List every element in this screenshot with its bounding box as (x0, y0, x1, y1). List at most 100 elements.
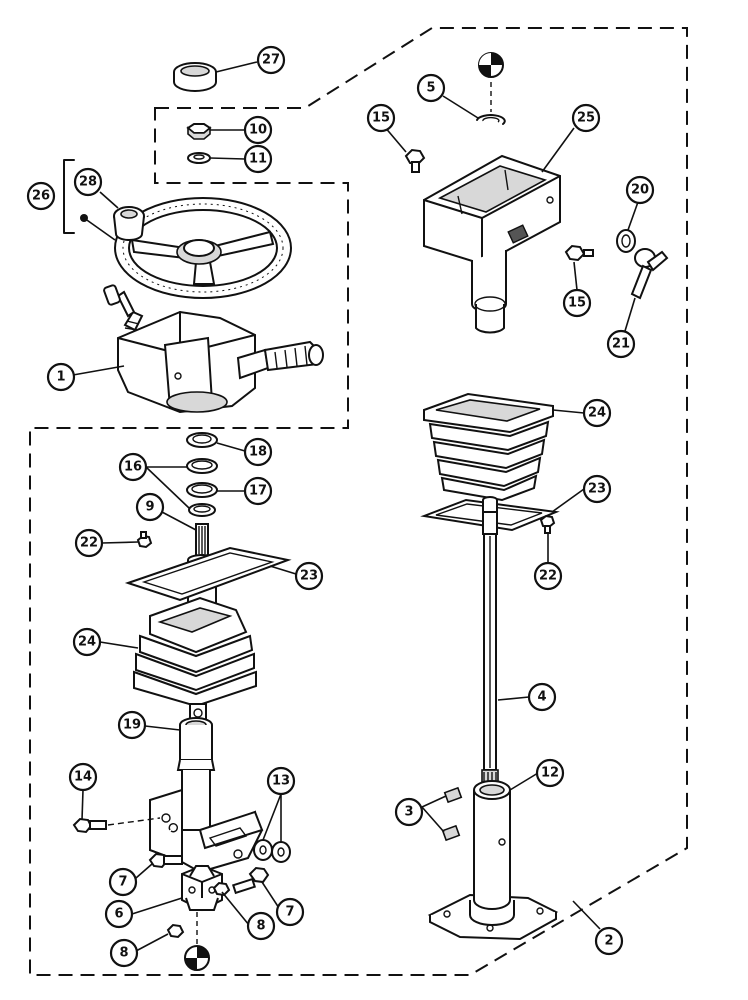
svg-text:26: 26 (32, 189, 50, 204)
part-bolt-14 (72, 817, 161, 834)
svg-text:10: 10 (249, 123, 267, 138)
svg-text:12: 12 (541, 766, 559, 781)
callout-19: 19 (117, 710, 147, 740)
callout-8-left: 8 (109, 938, 139, 968)
part-screw-left (136, 531, 153, 549)
callout-18: 18 (243, 437, 273, 467)
part-bolt-lower (564, 244, 594, 262)
svg-text:1: 1 (56, 370, 65, 385)
part-nut-8-right (212, 881, 231, 897)
callout-27: 27 (256, 45, 286, 75)
callout-21: 21 (606, 329, 636, 359)
part-cap (173, 62, 217, 92)
part-ring-16b (188, 503, 216, 517)
svg-text:17: 17 (249, 484, 267, 499)
part-clamp-lever (630, 248, 669, 300)
svg-text:22: 22 (539, 569, 557, 584)
part-setscrew-upper (443, 786, 463, 804)
leader-lines (72, 61, 639, 952)
svg-text:8: 8 (256, 919, 265, 934)
centerline-marker-top (478, 52, 504, 112)
svg-text:15: 15 (372, 111, 390, 126)
part-washers-13 (253, 839, 291, 863)
callout-25: 25 (571, 103, 601, 133)
callout-9: 9 (135, 492, 165, 522)
part-gasket-left (124, 546, 292, 602)
svg-text:8: 8 (119, 946, 128, 961)
callout-15-lower: 15 (562, 288, 592, 318)
svg-text:20: 20 (631, 183, 649, 198)
callout-17: 17 (243, 476, 273, 506)
part-ring-18 (186, 432, 218, 448)
svg-text:11: 11 (249, 152, 267, 167)
callout-24-left: 24 (72, 627, 102, 657)
svg-text:21: 21 (612, 337, 630, 352)
part-steering-wheel (114, 197, 292, 299)
svg-text:25: 25 (577, 111, 595, 126)
svg-text:2: 2 (604, 934, 613, 949)
callout-5: 5 (416, 73, 446, 103)
part-ring-17 (186, 482, 218, 498)
svg-text:7: 7 (285, 905, 294, 920)
svg-text:28: 28 (79, 175, 97, 190)
part-column-head (103, 284, 324, 414)
part-bolt-7-left (148, 852, 183, 869)
svg-text:27: 27 (262, 53, 280, 68)
part-spinner-knob (113, 206, 145, 241)
callout-14: 14 (68, 762, 98, 792)
callout-15-upper: 15 (366, 103, 396, 133)
svg-text:4: 4 (537, 690, 546, 705)
callout-11: 11 (243, 144, 273, 174)
part-washer-small (616, 229, 636, 253)
steering-wheel-kit-bracket (63, 159, 75, 234)
svg-text:24: 24 (78, 635, 96, 650)
part-bolt-upper (404, 148, 426, 173)
svg-text:22: 22 (80, 536, 98, 551)
svg-text:23: 23 (588, 482, 606, 497)
svg-text:6: 6 (114, 907, 123, 922)
svg-text:3: 3 (404, 805, 413, 820)
callout-12: 12 (535, 758, 565, 788)
svg-text:13: 13 (272, 774, 290, 789)
centerline-marker-bottom (184, 912, 210, 971)
svg-text:23: 23 (300, 569, 318, 584)
svg-text:5: 5 (426, 81, 435, 96)
part-base-column (427, 780, 559, 941)
svg-text:19: 19 (123, 718, 141, 733)
part-shaft (481, 496, 499, 783)
part-nut (186, 123, 212, 140)
callout-3: 3 (394, 797, 424, 827)
callout-22-right: 22 (533, 561, 563, 591)
part-mount-bracket (149, 788, 264, 874)
svg-text:16: 16 (124, 460, 142, 475)
part-setscrew-lower (441, 824, 461, 842)
callout-7-right: 7 (275, 897, 305, 927)
svg-text:7: 7 (118, 875, 127, 890)
callout-4: 4 (527, 682, 557, 712)
part-bolt-7-right (231, 866, 270, 895)
callout-16: 16 (118, 452, 148, 482)
part-nut-8-left (166, 923, 185, 939)
svg-text:24: 24 (588, 406, 606, 421)
part-housing (423, 154, 561, 334)
svg-text:15: 15 (568, 296, 586, 311)
callout-7-left: 7 (108, 867, 138, 897)
callout-24-right: 24 (582, 398, 612, 428)
callout-23-left: 23 (294, 561, 324, 591)
assembly-boundary-2 (29, 27, 688, 976)
callout-20: 20 (625, 175, 655, 205)
callout-8-right: 8 (246, 911, 276, 941)
part-circlip (476, 114, 506, 125)
svg-text:14: 14 (74, 770, 92, 785)
callout-13: 13 (266, 766, 296, 796)
callout-23-right: 23 (582, 474, 612, 504)
callout-28: 28 (73, 167, 103, 197)
part-boot-right (423, 392, 554, 502)
svg-text:9: 9 (145, 500, 154, 515)
callout-22-left: 22 (74, 528, 104, 558)
callout-10: 10 (243, 115, 273, 145)
callout-1: 1 (46, 362, 76, 392)
callout-6: 6 (104, 899, 134, 929)
part-screw-right (539, 514, 556, 534)
